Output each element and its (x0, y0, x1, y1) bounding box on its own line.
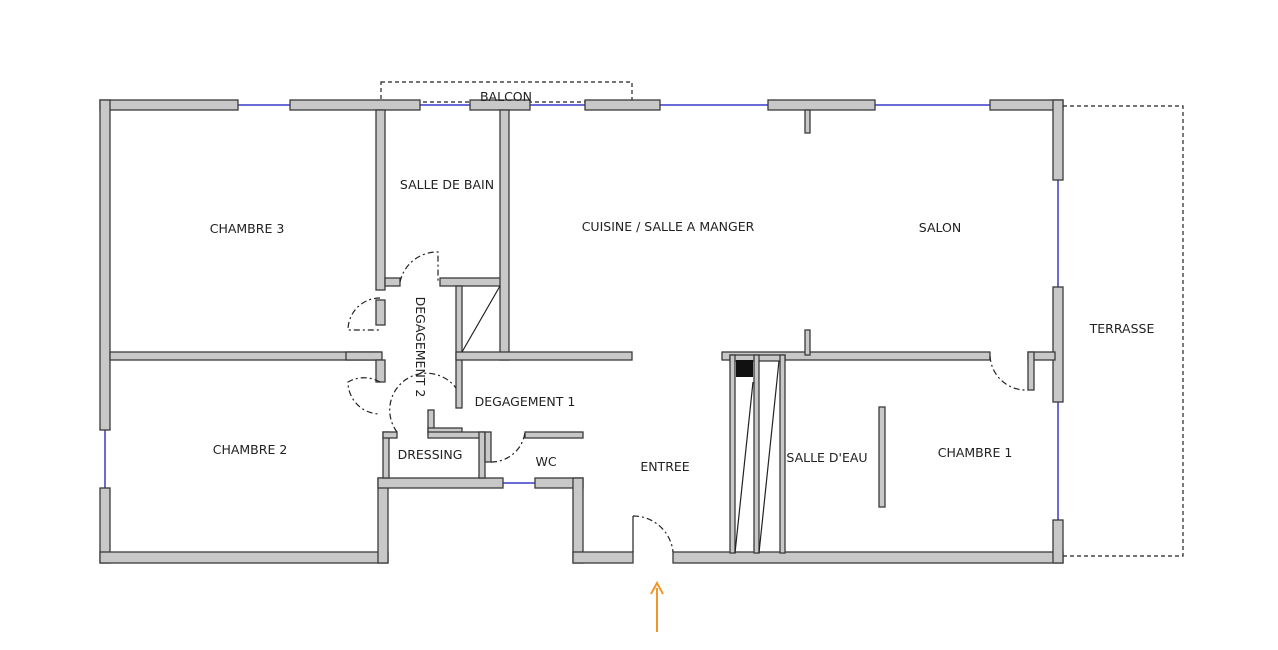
room-label-wc: WC (535, 454, 556, 469)
shaft-lines (461, 285, 780, 554)
room-label-cuisine: CUISINE / SALLE A MANGER (582, 219, 755, 234)
walls (99, 99, 1064, 564)
door-swings (347, 251, 1029, 553)
room-label-chambre1: CHAMBRE 1 (938, 445, 1013, 460)
balcony-outline (380, 81, 633, 103)
entry-arrow-icon (650, 580, 664, 632)
room-label-salon: SALON (919, 220, 961, 235)
windows (104, 104, 1059, 520)
room-label-salle-de-bain: SALLE DE BAIN (400, 177, 494, 192)
room-label-chambre3: CHAMBRE 3 (210, 221, 285, 236)
room-label-terrasse: TERRASSE (1089, 321, 1155, 336)
room-label-salle-deau: SALLE D'EAU (786, 450, 867, 465)
chimney-duct (736, 360, 753, 377)
room-label-dressing: DRESSING (398, 447, 463, 462)
room-label-entree: ENTREE (640, 459, 689, 474)
terrace-outline (1063, 105, 1184, 557)
room-label-balcon: BALCON (480, 89, 532, 104)
room-label-degagement1: DEGAGEMENT 1 (475, 394, 576, 409)
room-label-chambre2: CHAMBRE 2 (213, 442, 288, 457)
room-label-degagement2: DEGAGEMENT 2 (413, 297, 428, 398)
